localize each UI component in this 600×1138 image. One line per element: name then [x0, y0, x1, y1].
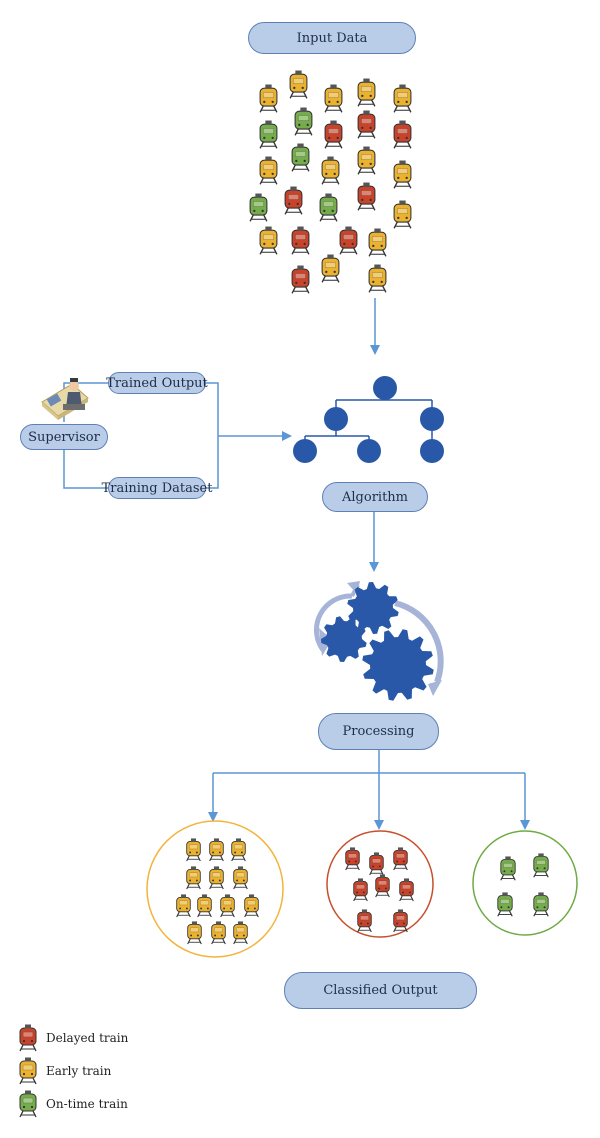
train-icon	[291, 143, 310, 172]
gears-icon	[314, 581, 444, 701]
early-trains	[176, 838, 259, 945]
train-icon	[211, 921, 226, 945]
train-icon	[357, 110, 376, 139]
train-icon	[368, 264, 387, 293]
train-icon	[321, 156, 340, 185]
train-icon	[533, 892, 549, 917]
train-icon	[393, 847, 408, 871]
train-icon	[233, 866, 248, 890]
train-icon	[339, 226, 358, 255]
train-icon	[209, 838, 224, 862]
train-icon	[393, 200, 412, 229]
train-icon	[187, 921, 202, 945]
on-time-trains	[497, 853, 549, 917]
early-group-circle	[146, 820, 284, 958]
train-icon	[393, 120, 412, 149]
train-icon	[249, 193, 268, 222]
train-icon	[357, 78, 376, 107]
train-icon	[186, 866, 201, 890]
train-icon	[369, 852, 384, 876]
train-icon	[393, 160, 412, 189]
training-dataset-node: Training Dataset	[102, 477, 212, 499]
train-icon	[186, 838, 201, 862]
train-icon	[19, 1057, 37, 1085]
line-supervisor-to-training	[63, 450, 110, 489]
supervisor-node: Supervisor	[20, 424, 108, 450]
train-icon	[291, 265, 310, 294]
train-icon	[368, 228, 387, 257]
train-icon	[294, 107, 313, 136]
legend-on-time-label: On-time train	[46, 1097, 128, 1111]
input-data-node: Input Data	[248, 22, 416, 54]
legend-early: Early train	[18, 1056, 111, 1086]
classified-output-node: Classified Output	[284, 972, 477, 1009]
train-icon	[233, 921, 248, 945]
on-time-group-circle	[472, 830, 578, 936]
train-icon	[497, 892, 513, 917]
line-trained-output	[206, 382, 219, 489]
train-icon	[319, 193, 338, 222]
tree-icon	[293, 376, 444, 463]
train-icon	[176, 894, 191, 918]
train-icon	[259, 120, 278, 149]
trained-output-node: Trained Output	[106, 372, 208, 394]
processing-node: Processing	[318, 713, 439, 750]
train-icon	[393, 909, 408, 933]
train-icon	[231, 838, 246, 862]
train-icon	[375, 874, 390, 898]
gear-icon	[321, 616, 367, 662]
train-icon	[324, 84, 343, 113]
input-trains	[249, 70, 412, 294]
train-icon	[324, 120, 343, 149]
train-icon	[357, 146, 376, 175]
train-icon	[357, 182, 376, 211]
person-at-desk-icon	[41, 378, 89, 420]
train-icon	[259, 226, 278, 255]
train-icon	[209, 866, 224, 890]
train-icon	[533, 853, 549, 878]
train-icon	[353, 878, 368, 902]
train-icon	[399, 878, 414, 902]
train-icon	[197, 894, 212, 918]
delayed-group-circle	[326, 830, 434, 938]
legend-delayed: Delayed train	[18, 1023, 128, 1053]
train-icon	[244, 894, 259, 918]
train-icon	[393, 84, 412, 113]
train-icon	[259, 156, 278, 185]
connectors	[63, 298, 530, 830]
algorithm-node: Algorithm	[322, 482, 428, 512]
legend-on-time: On-time train	[18, 1089, 128, 1119]
train-icon	[259, 84, 278, 113]
gear-icon	[347, 582, 399, 634]
train-icon	[291, 226, 310, 255]
train-icon	[357, 909, 372, 933]
train-icon	[19, 1024, 37, 1052]
gear-icon	[362, 629, 434, 701]
legend-delayed-label: Delayed train	[46, 1031, 129, 1045]
legend-early-label: Early train	[46, 1064, 112, 1078]
train-icon	[321, 254, 340, 283]
train-icon	[500, 856, 516, 881]
train-icon	[220, 894, 235, 918]
train-icon	[284, 186, 303, 215]
train-icon	[19, 1090, 37, 1118]
delayed-trains	[345, 847, 414, 933]
train-icon	[345, 847, 360, 871]
train-icon	[289, 70, 308, 99]
